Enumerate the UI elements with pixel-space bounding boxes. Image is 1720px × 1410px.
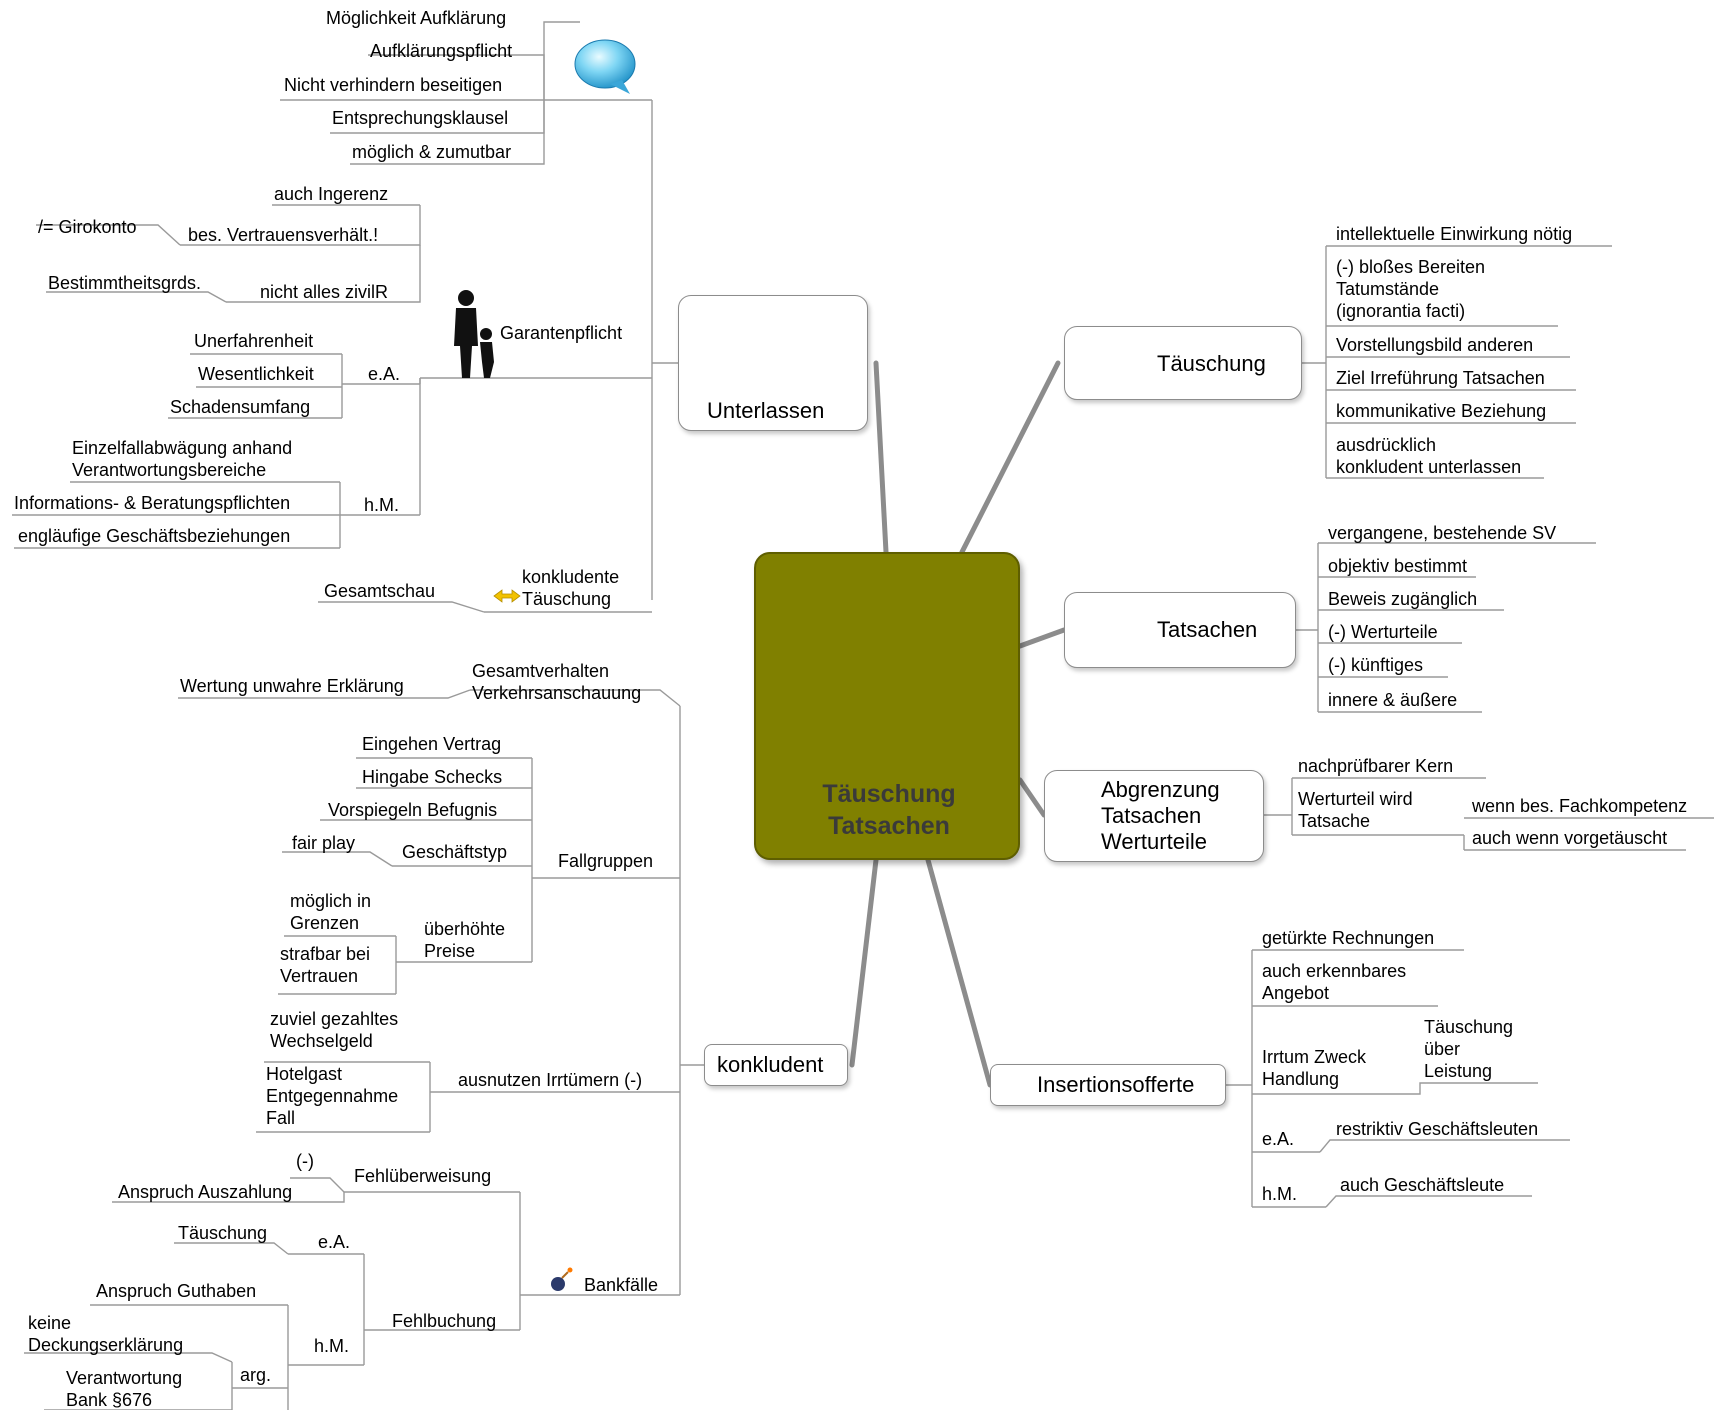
branch-abgrenzung-label: Abgrenzung Tatsachen Werturteile xyxy=(1101,777,1220,854)
leaf-ausdruecklich-konkludent[interactable]: ausdrücklich konkludent unterlassen xyxy=(1336,435,1522,477)
node-fehlbuchung-ea[interactable]: e.A. xyxy=(318,1232,351,1252)
node-irrtum-zweck-handlung[interactable]: Irrtum Zweck Handlung xyxy=(1262,1047,1367,1089)
node-insertion-ea[interactable]: e.A. xyxy=(1262,1129,1295,1149)
leaf-verantwortung-bank[interactable]: Verantwortung Bank §676 xyxy=(66,1368,183,1410)
node-garantenpflicht-hm[interactable]: h.M. xyxy=(364,495,400,515)
branch-insertionsofferte-label: Insertionsofferte xyxy=(1037,1072,1195,1097)
branch-konkludent-label: konkludent xyxy=(717,1052,824,1077)
leaf-anspruch-guthaben[interactable]: Anspruch Guthaben xyxy=(96,1281,257,1301)
branch-unterlassen-label: Unterlassen xyxy=(707,398,825,423)
double-arrow-icon xyxy=(493,589,521,603)
node-fehlbuchung-hm[interactable]: h.M. xyxy=(314,1336,350,1356)
leaf-aufklaerungspflicht[interactable]: Aufklärungspflicht xyxy=(370,41,513,61)
leaf-wesentlichkeit[interactable]: Wesentlichkeit xyxy=(198,364,314,384)
leaf-gesamtschau[interactable]: Gesamtschau xyxy=(324,581,436,601)
leaf-auch-wenn-vorgetaeuscht[interactable]: auch wenn vorgetäuscht xyxy=(1472,828,1668,848)
leaf-kommunikative-beziehung[interactable]: kommunikative Beziehung xyxy=(1336,401,1547,421)
branch-konkludent[interactable]: konkludent xyxy=(704,1044,848,1086)
branch-taeuschung[interactable]: Täuschung xyxy=(1064,326,1302,400)
leaf-objektiv-bestimmt[interactable]: objektiv bestimmt xyxy=(1328,556,1468,576)
node-werturteil-wird-tatsache[interactable]: Werturteil wird Tatsache xyxy=(1298,789,1413,831)
leaf-auch-erkennbares-angebot[interactable]: auch erkennbares Angebot xyxy=(1262,961,1407,1003)
leaf-getuerkte-rechnungen[interactable]: getürkte Rechnungen xyxy=(1262,928,1435,948)
leaf-wertung-unwahre-erklaerung[interactable]: Wertung unwahre Erklärung xyxy=(180,676,404,696)
parent-child-silhouette-icon xyxy=(454,290,494,378)
bomb-icon xyxy=(551,1267,573,1291)
leaf-einzelfallabwaegung[interactable]: Einzelfallabwägung anhand Verantwortungs… xyxy=(72,438,293,480)
leaf-englaeufige-beziehungen[interactable]: engläufige Geschäftsbeziehungen xyxy=(18,526,291,546)
leaf-blosses-bereiten[interactable]: (-) bloßes Bereiten Tatumstände (ignoran… xyxy=(1336,257,1486,321)
leaf-ziel-irrefuehrung[interactable]: Ziel Irreführung Tatsachen xyxy=(1336,368,1545,388)
leaf-beweis-zugaenglich[interactable]: Beweis zugänglich xyxy=(1328,589,1478,609)
leaf-fehlueberweisung-minus[interactable]: (-) xyxy=(296,1151,314,1171)
leaf-zuviel-wechselgeld[interactable]: zuviel gezahltes Wechselgeld xyxy=(270,1009,399,1051)
node-geschaeftstyp[interactable]: Geschäftstyp xyxy=(402,842,508,862)
leaf-taeuschung-ueber-leistung[interactable]: Täuschung über Leistung xyxy=(1424,1017,1514,1081)
leaf-fachkompetenz[interactable]: wenn bes. Fachkompetenz xyxy=(1472,796,1688,816)
leaf-entsprechungsklausel[interactable]: Entsprechungsklausel xyxy=(332,108,509,128)
leaf-werturteile-minus[interactable]: (-) Werturteile xyxy=(1328,622,1438,642)
leaf-strafbar-bei-vertrauen[interactable]: strafbar bei Vertrauen xyxy=(280,944,371,986)
leaf-fehlbuchung-taeuschung[interactable]: Täuschung xyxy=(178,1223,268,1243)
node-fehlbuchung[interactable]: Fehlbuchung xyxy=(392,1311,497,1331)
node-nicht-alles-zivilr[interactable]: nicht alles zivilR xyxy=(260,282,389,302)
branch-taeuschung-label: Täuschung xyxy=(1157,351,1266,376)
leaf-fair-play[interactable]: fair play xyxy=(292,833,356,853)
leaf-auch-geschaeftsleute[interactable]: auch Geschäftsleute xyxy=(1340,1175,1505,1195)
node-bankfaelle[interactable]: Bankfälle xyxy=(584,1275,659,1295)
leaf-bestimmtheitsgrds[interactable]: Bestimmtheitsgrds. xyxy=(48,273,202,293)
node-garantenpflicht[interactable]: Garantenpflicht xyxy=(500,323,623,343)
leaf-schadensumfang[interactable]: Schadensumfang xyxy=(170,397,311,417)
branch-tatsachen-label: Tatsachen xyxy=(1157,617,1258,642)
leaf-anspruch-auszahlung[interactable]: Anspruch Auszahlung xyxy=(118,1182,293,1202)
leaf-nachpruefbarer-kern[interactable]: nachprüfbarer Kern xyxy=(1298,756,1454,776)
branch-abgrenzung[interactable]: Abgrenzung Tatsachen Werturteile xyxy=(1044,770,1264,862)
node-fehlueberweisung[interactable]: Fehlüberweisung xyxy=(354,1166,492,1186)
leaf-vorspiegeln-befugnis[interactable]: Vorspiegeln Befugnis xyxy=(328,800,498,820)
central-topic-title: Täuschung Tatsachen xyxy=(822,780,956,840)
node-konkludente-taeuschung[interactable]: konkludente Täuschung xyxy=(522,567,620,609)
leaf-hingabe-schecks[interactable]: Hingabe Schecks xyxy=(362,767,503,787)
node-bes-vertrauensverhaelt[interactable]: bes. Vertrauensverhält.! xyxy=(188,225,379,245)
leaf-vergangene-sv[interactable]: vergangene, bestehende SV xyxy=(1328,523,1557,543)
branch-tatsachen[interactable]: Tatsachen xyxy=(1064,592,1296,668)
leaf-eingehen-vertrag[interactable]: Eingehen Vertrag xyxy=(362,734,502,754)
leaf-auch-ingerenz[interactable]: auch Ingerenz xyxy=(274,184,389,204)
leaf-nicht-verhindern[interactable]: Nicht verhindern beseitigen xyxy=(284,75,503,95)
speech-bubble-icon xyxy=(574,39,636,94)
leaf-intellektuelle-einwirkung[interactable]: intellektuelle Einwirkung nötig xyxy=(1336,224,1573,244)
leaf-moeglich-zumutbar[interactable]: möglich & zumutbar xyxy=(352,142,512,162)
leaf-unerfahrenheit[interactable]: Unerfahrenheit xyxy=(194,331,314,351)
leaf-kuenftiges[interactable]: (-) künftiges xyxy=(1328,655,1424,675)
node-ueberhoehte-preise[interactable]: überhöhte Preise xyxy=(424,919,506,961)
leaf-vorstellungsbild[interactable]: Vorstellungsbild anderen xyxy=(1336,335,1534,355)
leaf-moeglichkeit-aufklaerung[interactable]: Möglichkeit Aufklärung xyxy=(326,8,507,28)
node-gesamtverhalten[interactable]: Gesamtverhalten Verkehrsanschauung xyxy=(472,661,642,703)
leaf-restriktiv-geschaeftsleuten[interactable]: restriktiv Geschäftsleuten xyxy=(1336,1119,1539,1139)
leaf-hotelgast[interactable]: Hotelgast Entgegennahme Fall xyxy=(266,1064,399,1128)
leaf-informationspflichten[interactable]: Informations- & Beratungspflichten xyxy=(14,493,291,513)
node-insertion-hm[interactable]: h.M. xyxy=(1262,1184,1298,1204)
central-topic[interactable]: Täuschung Tatsachen xyxy=(754,552,1020,860)
branch-insertionsofferte[interactable]: Insertionsofferte xyxy=(990,1064,1226,1106)
branch-unterlassen[interactable]: Unterlassen xyxy=(678,295,868,431)
node-fallgruppen[interactable]: Fallgruppen xyxy=(558,851,654,871)
node-ausnutzen-irrtuemern[interactable]: ausnutzen Irrtümern (-) xyxy=(458,1070,643,1090)
leaf-innere-aeussere[interactable]: innere & äußere xyxy=(1328,690,1458,710)
leaf-girokonto[interactable]: /= Girokonto xyxy=(38,217,137,237)
node-garantenpflicht-ea[interactable]: e.A. xyxy=(368,364,401,384)
leaf-moeglich-in-grenzen[interactable]: möglich in Grenzen xyxy=(290,891,372,933)
node-fehlbuchung-arg[interactable]: arg. xyxy=(240,1365,272,1385)
leaf-keine-deckungserklaerung[interactable]: keine Deckungserklärung xyxy=(28,1313,184,1355)
